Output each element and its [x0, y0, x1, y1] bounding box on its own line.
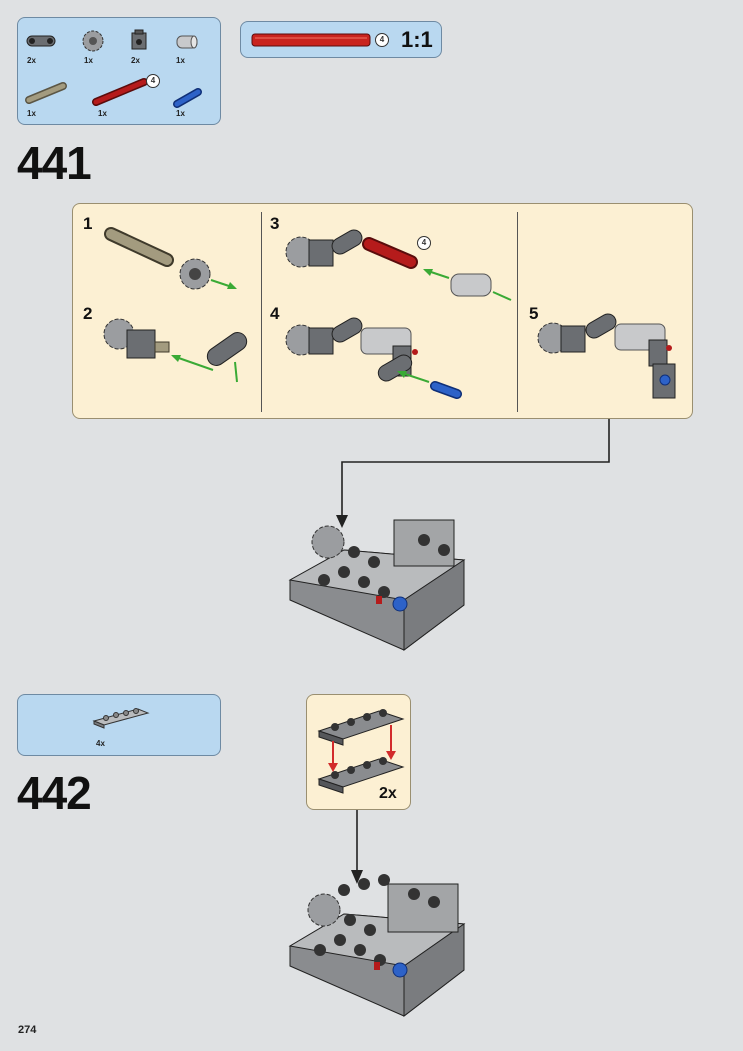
axle-length-badge: 4 — [146, 74, 160, 88]
step-number-441: 441 — [17, 136, 91, 190]
subassembly-multiplier: 2x — [379, 785, 397, 803]
parts-list-441: 2x 1x 2x 1x 1x 4 1x 1x — [17, 17, 221, 125]
scale-label: 1:1 — [401, 27, 433, 53]
parts-list-442: 4x — [17, 694, 221, 756]
bush-connector-icon — [174, 32, 200, 52]
part-qty: 2x — [27, 56, 36, 65]
scale-reference-box: 4 1:1 — [240, 21, 442, 58]
substep-3-illustration — [273, 216, 523, 306]
part-qty: 1x — [98, 109, 107, 118]
technic-beam-icon — [26, 32, 56, 50]
part-qty: 4x — [96, 739, 105, 748]
plate-stack-illustration — [313, 701, 413, 791]
model-assembly-441 — [284, 500, 484, 660]
technic-gear-icon — [82, 30, 104, 52]
technic-axle-tan-icon — [26, 82, 66, 104]
model-assembly-442 — [284, 870, 484, 1020]
part-qty: 1x — [27, 109, 36, 118]
substep-4-illustration — [273, 312, 513, 412]
substep-5-illustration — [529, 304, 699, 414]
part-qty: 1x — [176, 56, 185, 65]
subassembly-callout-441: 1 2 3 4 5 4 — [72, 203, 693, 419]
substep-1-illustration — [85, 222, 265, 302]
technic-pin-blue-icon — [174, 88, 202, 108]
axle-length-badge: 4 — [417, 236, 431, 250]
part-qty: 1x — [176, 109, 185, 118]
technic-axle-red-icon — [92, 76, 148, 106]
part-qty: 2x — [131, 56, 140, 65]
subassembly-callout-442: 2x — [306, 694, 411, 810]
plate-1x4-gray-icon — [90, 705, 150, 729]
step-number-442: 442 — [17, 766, 91, 820]
part-qty: 1x — [84, 56, 93, 65]
axle-scale-icon — [251, 32, 373, 48]
axle-length-badge: 4 — [375, 33, 389, 47]
page-number: 274 — [18, 1024, 36, 1036]
substep-2-illustration — [85, 312, 265, 402]
technic-brick-icon — [130, 29, 148, 51]
